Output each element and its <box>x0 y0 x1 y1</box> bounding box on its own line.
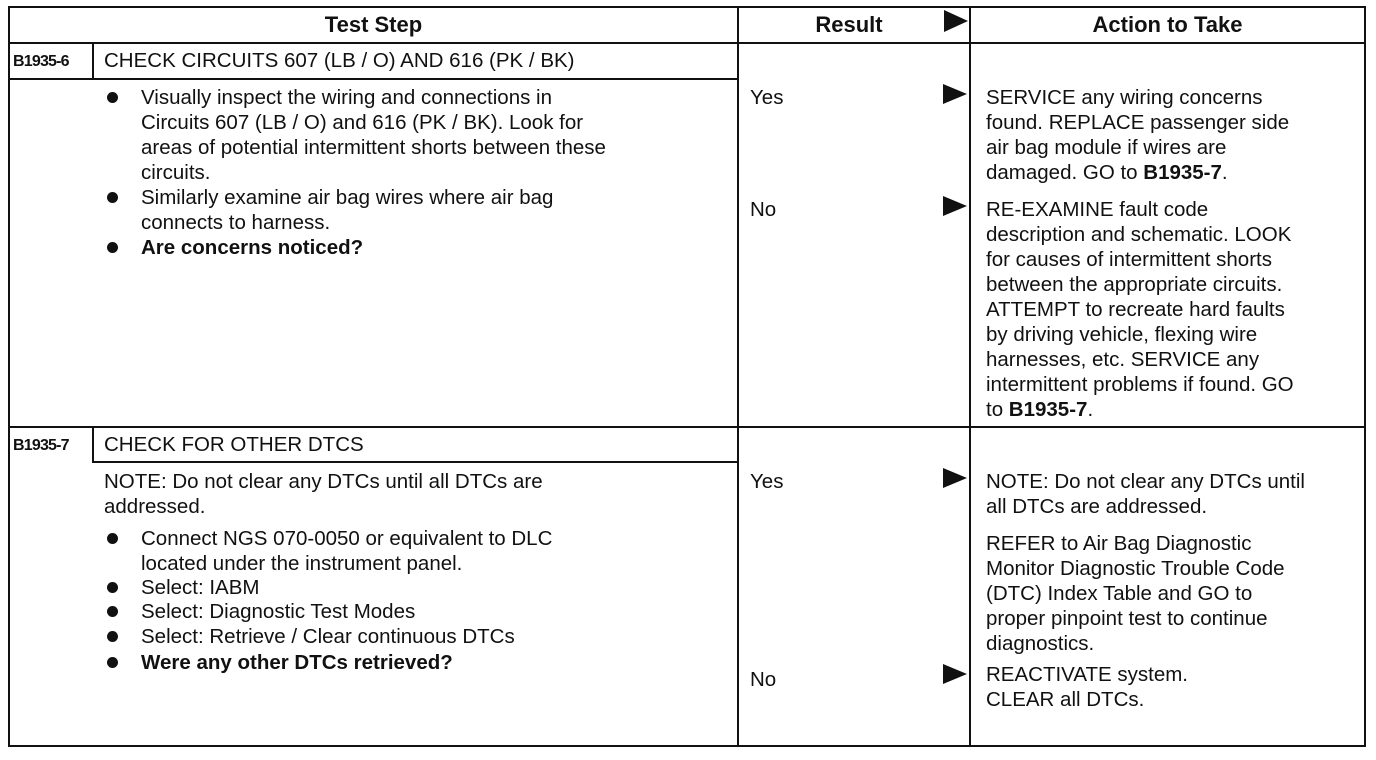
step-code: B1935-7 <box>13 437 70 454</box>
bullet-text: Select: Diagnostic Test Modes <box>141 600 416 623</box>
row-divider <box>8 426 1366 428</box>
bullet-text: circuits. <box>141 161 211 184</box>
action-text: air bag module if wires are <box>986 136 1227 159</box>
step-code: B1935-6 <box>13 53 70 70</box>
arrow-right-icon <box>943 84 967 104</box>
note-text: addressed. <box>104 495 206 518</box>
arrow-right-icon <box>943 664 967 684</box>
action-text: damaged. GO to <box>986 161 1144 184</box>
action-text-goto: damaged. GO to B1935-7. <box>986 160 1228 185</box>
header-result: Result <box>815 12 883 37</box>
result-yes: Yes <box>750 470 784 493</box>
bullet-icon <box>107 242 118 253</box>
step-title: CHECK CIRCUITS 607 (LB / O) AND 616 (PK … <box>104 49 575 72</box>
bullet-text: areas of potential intermittent shorts b… <box>141 136 606 159</box>
bullet-text: Circuits 607 (LB / O) and 616 (PK / BK).… <box>141 111 584 134</box>
code-2-divider <box>92 428 94 462</box>
result-no: No <box>750 198 777 221</box>
bullet-icon <box>107 192 118 203</box>
action-text-goto: to B1935-7. <box>986 397 1093 422</box>
header-test-step: Test Step <box>324 12 423 37</box>
goto-step-ref: B1935-7 <box>1143 161 1222 184</box>
action-text-end: . <box>1221 161 1228 184</box>
arrow-right-icon <box>943 196 967 216</box>
action-text: by driving vehicle, flexing wire <box>986 323 1258 346</box>
action-text: SERVICE any wiring concerns <box>986 86 1263 109</box>
header-arrow-icon <box>944 10 968 32</box>
step-2-title-divider <box>92 461 739 463</box>
action-text: diagnostics. <box>986 632 1095 655</box>
step-title: CHECK FOR OTHER DTCS <box>104 433 364 456</box>
bullet-icon <box>107 606 118 617</box>
bullet-text: Select: IABM <box>141 576 260 599</box>
arrow-right-icon <box>943 468 967 488</box>
table-border-top <box>8 6 1366 8</box>
action-text: to <box>986 398 1009 421</box>
action-note: NOTE: Do not clear any DTCs until <box>986 470 1305 493</box>
bullet-icon <box>107 533 118 544</box>
action-text: proper pinpoint test to continue <box>986 607 1268 630</box>
step-1-title-divider <box>8 78 739 80</box>
bullet-icon <box>107 657 118 668</box>
column-divider-result-action <box>969 6 971 747</box>
column-divider-step-result <box>737 6 739 747</box>
bullet-text: Similarly examine air bag wires where ai… <box>141 186 554 209</box>
action-text: ATTEMPT to recreate hard faults <box>986 298 1285 321</box>
bullet-icon <box>107 631 118 642</box>
action-text: harnesses, etc. SERVICE any <box>986 348 1260 371</box>
action-text: CLEAR all DTCs. <box>986 688 1145 711</box>
table-border-bottom <box>8 745 1366 747</box>
action-text: between the appropriate circuits. <box>986 273 1283 296</box>
result-yes: Yes <box>750 86 784 109</box>
bullet-icon <box>107 92 118 103</box>
bullet-text: located under the instrument panel. <box>141 552 463 575</box>
table-border-right <box>1364 6 1366 747</box>
bullet-question: Were any other DTCs retrieved? <box>141 651 453 674</box>
action-text-end: . <box>1087 398 1094 421</box>
action-note: all DTCs are addressed. <box>986 495 1208 518</box>
result-no: No <box>750 668 777 691</box>
action-text: for causes of intermittent shorts <box>986 248 1272 271</box>
action-text: (DTC) Index Table and GO to <box>986 582 1253 605</box>
action-text: Monitor Diagnostic Trouble Code <box>986 557 1285 580</box>
bullet-icon <box>107 582 118 593</box>
bullet-question: Are concerns noticed? <box>141 236 364 259</box>
bullet-text: Visually inspect the wiring and connecti… <box>141 86 553 109</box>
action-text: found. REPLACE passenger side <box>986 111 1290 134</box>
action-text: RE-EXAMINE fault code <box>986 198 1209 221</box>
goto-step-ref: B1935-7 <box>1008 398 1088 421</box>
code-1-divider <box>92 44 94 79</box>
action-text: description and schematic. LOOK <box>986 223 1292 246</box>
bullet-text: connects to harness. <box>141 211 331 234</box>
action-text: REACTIVATE system. <box>986 663 1188 686</box>
table-border-left <box>8 6 10 747</box>
action-text: intermittent problems if found. GO <box>986 373 1294 396</box>
bullet-text: Connect NGS 070-0050 or equivalent to DL… <box>141 527 553 550</box>
bullet-text: Select: Retrieve / Clear continuous DTCs <box>141 625 515 648</box>
header-divider <box>8 42 1366 44</box>
header-action: Action to Take <box>1092 12 1243 37</box>
action-text: REFER to Air Bag Diagnostic <box>986 532 1252 555</box>
note-text: NOTE: Do not clear any DTCs until all DT… <box>104 470 543 493</box>
